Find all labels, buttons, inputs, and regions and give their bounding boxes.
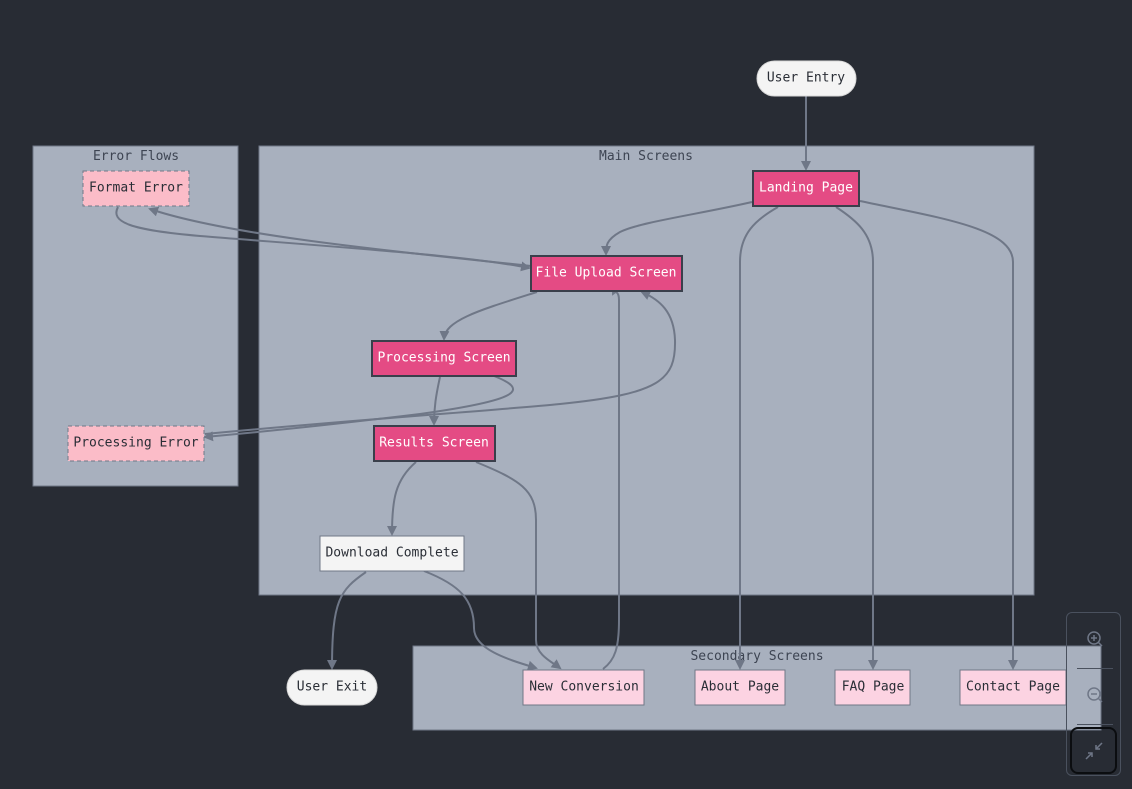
node-new-conversion[interactable]: New Conversion (522, 669, 645, 706)
edge-landing-to-upload (601, 201, 753, 256)
zoom-in-icon (1086, 631, 1103, 647)
node-label: Processing Error (73, 436, 198, 451)
node-landing-page[interactable]: Landing Page (752, 170, 860, 207)
zoom-in-button[interactable] (1067, 613, 1122, 665)
node-label: Contact Page (966, 680, 1060, 695)
zoom-controls (1066, 612, 1121, 776)
cluster-label-secondary-screens: Secondary Screens (690, 649, 823, 664)
node-contact-page[interactable]: Contact Page (959, 669, 1067, 706)
edge-upload-to-processing (439, 291, 538, 341)
node-download-complete[interactable]: Download Complete (319, 535, 465, 572)
zoom-out-button[interactable] (1067, 669, 1122, 721)
cluster-label-main-screens: Main Screens (599, 149, 693, 164)
node-label: Format Error (89, 181, 183, 196)
node-results-screen[interactable]: Results Screen (373, 425, 496, 462)
collapse-arrows-icon (1084, 741, 1103, 760)
node-user-entry[interactable]: User Entry (756, 60, 857, 97)
edge-processing-to-results (429, 376, 441, 426)
node-label: Processing Screen (377, 351, 510, 366)
node-label: User Exit (297, 680, 367, 695)
node-faq-page[interactable]: FAQ Page (834, 669, 911, 706)
node-file-upload-screen[interactable]: File Upload Screen (530, 255, 683, 292)
zoom-divider (1077, 668, 1113, 669)
node-label: Download Complete (325, 546, 458, 561)
edges (115, 96, 1018, 671)
edge-processing-error-to-upload (204, 290, 677, 435)
node-label: New Conversion (529, 680, 639, 695)
edge-processing-to-processing-error (203, 375, 514, 442)
edge-new-conversion-to-upload (602, 284, 622, 670)
node-about-page[interactable]: About Page (694, 669, 786, 706)
node-format-error[interactable]: Format Error (82, 170, 190, 207)
zoom-divider (1077, 724, 1113, 725)
edge-landing-to-about (735, 206, 779, 670)
cluster-label-error-flows: Error Flows (93, 149, 179, 164)
node-user-exit[interactable]: User Exit (286, 669, 378, 706)
fit-to-screen-button[interactable] (1070, 727, 1117, 774)
node-label: Landing Page (759, 181, 853, 196)
edge-download-to-new-conversion (423, 570, 538, 671)
edge-results-to-download (387, 461, 417, 536)
node-processing-screen[interactable]: Processing Screen (371, 340, 517, 377)
edge-results-to-new-conversion (475, 461, 562, 670)
node-label: User Entry (767, 71, 845, 86)
node-label: About Page (701, 680, 779, 695)
node-label: FAQ Page (842, 680, 905, 695)
edge-landing-to-faq (835, 206, 878, 670)
node-label: File Upload Screen (536, 266, 677, 281)
node-label: Results Screen (379, 436, 489, 451)
edge-download-to-user-exit (327, 571, 367, 670)
edge-landing-to-contact (859, 200, 1018, 670)
edge-format-error-to-upload (115, 206, 531, 272)
node-processing-error[interactable]: Processing Error (67, 425, 205, 462)
zoom-out-icon (1086, 687, 1103, 703)
